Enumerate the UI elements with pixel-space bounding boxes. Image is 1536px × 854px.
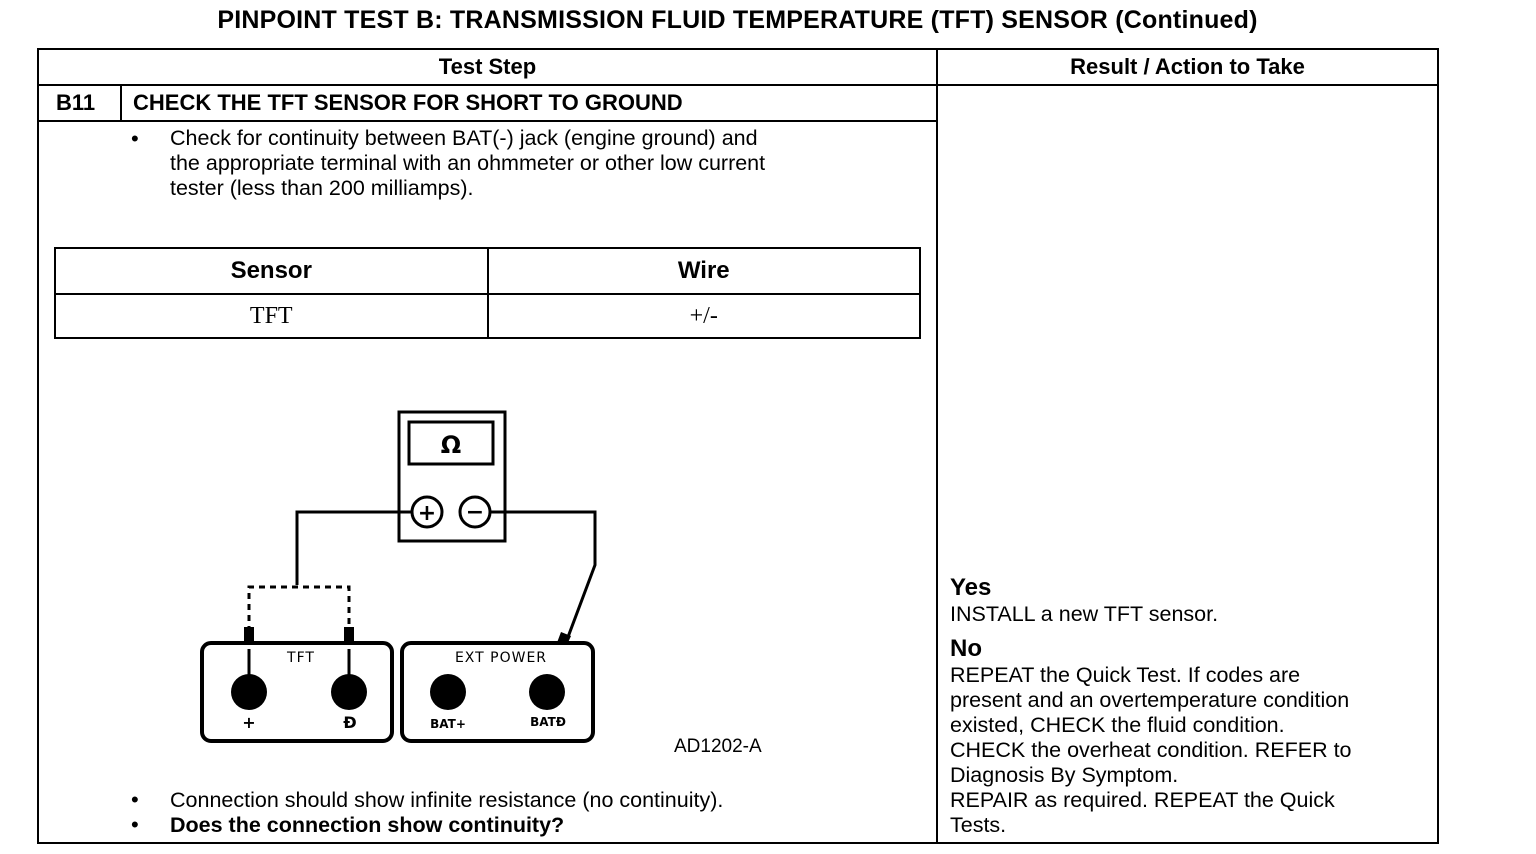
positive-lead-wire	[295, 510, 412, 585]
result-yes-text: INSTALL a new TFT sensor.	[950, 602, 1219, 626]
bat-minus-label: BATÐ	[530, 715, 566, 729]
step-row-divider	[37, 120, 937, 122]
result-no-heading: No	[950, 635, 982, 662]
bullet-icon: •	[131, 787, 139, 812]
step-id: B11	[56, 90, 96, 115]
result-no-line: REPEAT the Quick Test. If codes are	[950, 663, 1301, 687]
header-divider	[37, 84, 1439, 86]
result-no-line: Tests.	[950, 813, 1007, 837]
note-question: Does the connection show continuity?	[170, 813, 565, 837]
result-no-line: present and an overtemperature condition	[950, 688, 1350, 712]
meter-plus-label: +	[418, 501, 436, 526]
table-border-left	[37, 48, 39, 844]
tft-connector-label: TFT	[286, 650, 315, 666]
dashed-jumper-wire	[247, 585, 351, 632]
step-id-divider	[120, 84, 122, 121]
bat-plus-label: BAT+	[430, 717, 466, 731]
result-no-line: REPAIR as required. REPEAT the Quick	[950, 788, 1335, 812]
cell-wire: +/-	[486, 293, 921, 339]
bullet-icon: •	[131, 812, 139, 837]
tft-minus-label: Ð	[343, 713, 356, 732]
sensor-wire-table: Sensor Wire TFT +/-	[54, 247, 921, 339]
tft-plus-terminal-icon	[231, 674, 267, 710]
note-infinite-resistance: Connection should show infinite resistan…	[170, 788, 724, 812]
table-border-right	[1437, 48, 1439, 844]
column-divider	[936, 48, 938, 844]
table-row: TFT +/-	[54, 293, 921, 339]
header-result-action: Result / Action to Take	[1070, 54, 1305, 79]
probe-tip-icon	[344, 627, 354, 649]
ohmmeter-display	[407, 420, 495, 466]
bat-plus-terminal-icon	[430, 674, 466, 710]
table-border-bottom	[37, 842, 1439, 844]
table-border-top	[37, 48, 1439, 50]
ohm-symbol: Ω	[441, 431, 461, 459]
result-no-text: REPEAT the Quick Test. If codes are pres…	[950, 663, 1352, 838]
instruction-line: the appropriate terminal with an ohmmete…	[170, 151, 766, 175]
column-header-sensor: Sensor	[54, 247, 489, 295]
bat-minus-terminal-icon	[529, 674, 565, 710]
ext-power-connector	[400, 641, 595, 743]
ext-power-label: EXT POWER	[455, 650, 547, 666]
result-yes-heading: Yes	[950, 574, 992, 601]
probe-tip-icon	[244, 627, 254, 649]
instruction-line: Check for continuity between BAT(-) jack…	[170, 126, 758, 150]
ohmmeter-connection-diagram: Ω + − TFT + Ð EXT POWER BAT+ BATÐ AD1202…	[200, 410, 762, 757]
step-title: CHECK THE TFT SENSOR FOR SHORT TO GROUND	[133, 90, 683, 115]
negative-lead-wire	[490, 510, 597, 646]
column-header-wire: Wire	[486, 247, 921, 295]
result-no-line: CHECK the overheat condition. REFER to	[950, 738, 1352, 762]
tft-plus-label: +	[242, 713, 255, 732]
result-no-line: Diagnosis By Symptom.	[950, 763, 1179, 787]
instruction-line: tester (less than 200 milliamps).	[170, 176, 474, 200]
meter-minus-label: −	[466, 500, 484, 525]
bullet-icon: •	[131, 126, 139, 151]
result-no-line: existed, CHECK the fluid condition.	[950, 713, 1285, 737]
figure-id: AD1202-A	[674, 736, 762, 757]
header-test-step: Test Step	[438, 54, 537, 79]
tft-minus-terminal-icon	[331, 674, 367, 710]
cell-sensor: TFT	[54, 293, 489, 339]
page-title: PINPOINT TEST B: TRANSMISSION FLUID TEMP…	[217, 6, 1258, 34]
instruction-text: Check for continuity between BAT(-) jack…	[170, 126, 765, 201]
